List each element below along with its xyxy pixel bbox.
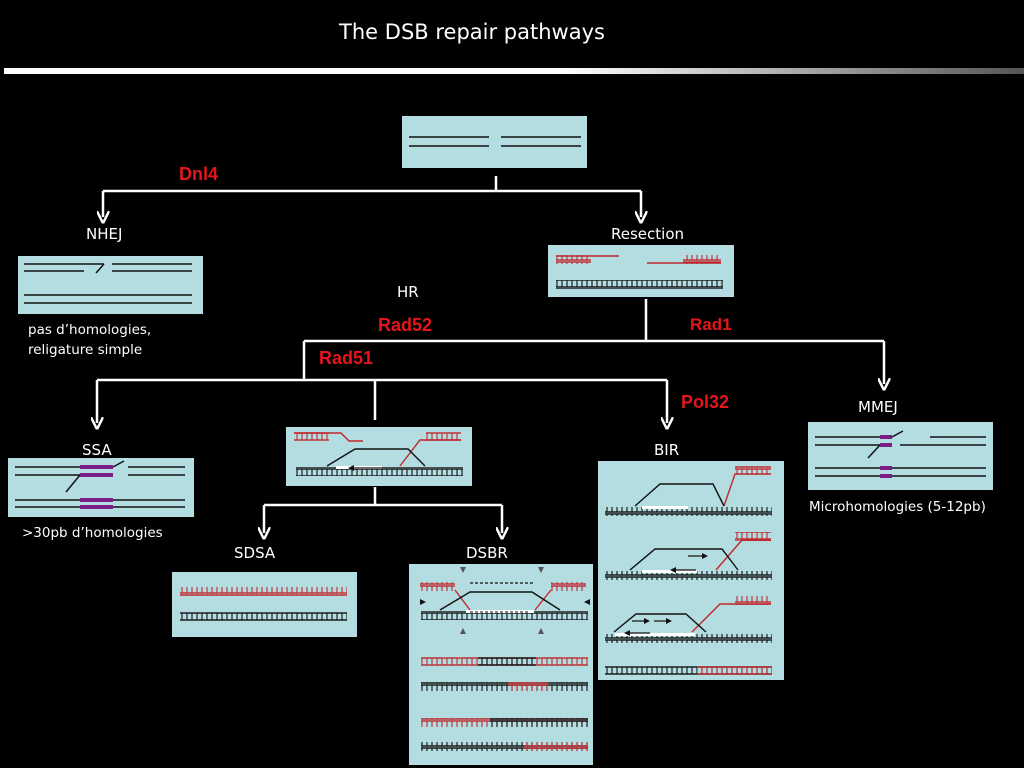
- slide-title: The DSB repair pathways: [339, 20, 605, 44]
- panel-mmej: [808, 422, 993, 490]
- protein-rad52: Rad52: [378, 315, 433, 335]
- title-underline: [4, 68, 1024, 74]
- note-nhej: pas d’homologies, religature simple: [28, 320, 151, 360]
- label-mmej: MMEJ: [858, 398, 898, 416]
- note-mmej: Microhomologies (5-12pb): [809, 499, 986, 515]
- label-hr: HR: [397, 283, 419, 301]
- label-nhej: NHEJ: [86, 225, 123, 243]
- panel-ssa: [8, 458, 194, 517]
- note-nhej-line1: pas d’homologies,: [28, 322, 152, 338]
- label-dsbr: DSBR: [466, 544, 508, 562]
- panel-sdsa: [172, 572, 357, 637]
- protein-pol32: Pol32: [681, 392, 730, 412]
- panel-dsbr: [409, 564, 593, 765]
- note-nhej-line2: religature simple: [28, 342, 143, 358]
- panel-strand-invasion: [286, 427, 472, 486]
- panel-bir: [598, 461, 784, 680]
- protein-rad51: Rad51: [319, 348, 374, 368]
- panel-nhej: [18, 256, 203, 314]
- label-ssa: SSA: [82, 441, 112, 459]
- note-ssa: >30pb d’homologies: [22, 525, 163, 541]
- label-resection: Resection: [611, 225, 685, 243]
- panel-dsb: [402, 116, 587, 168]
- protein-dnl4: Dnl4: [179, 164, 219, 184]
- label-bir: BIR: [654, 441, 680, 459]
- connector-tree: [97, 176, 884, 533]
- panel-resection: [548, 245, 734, 297]
- protein-rad1: Rad1: [690, 315, 732, 334]
- label-sdsa: SDSA: [234, 544, 276, 562]
